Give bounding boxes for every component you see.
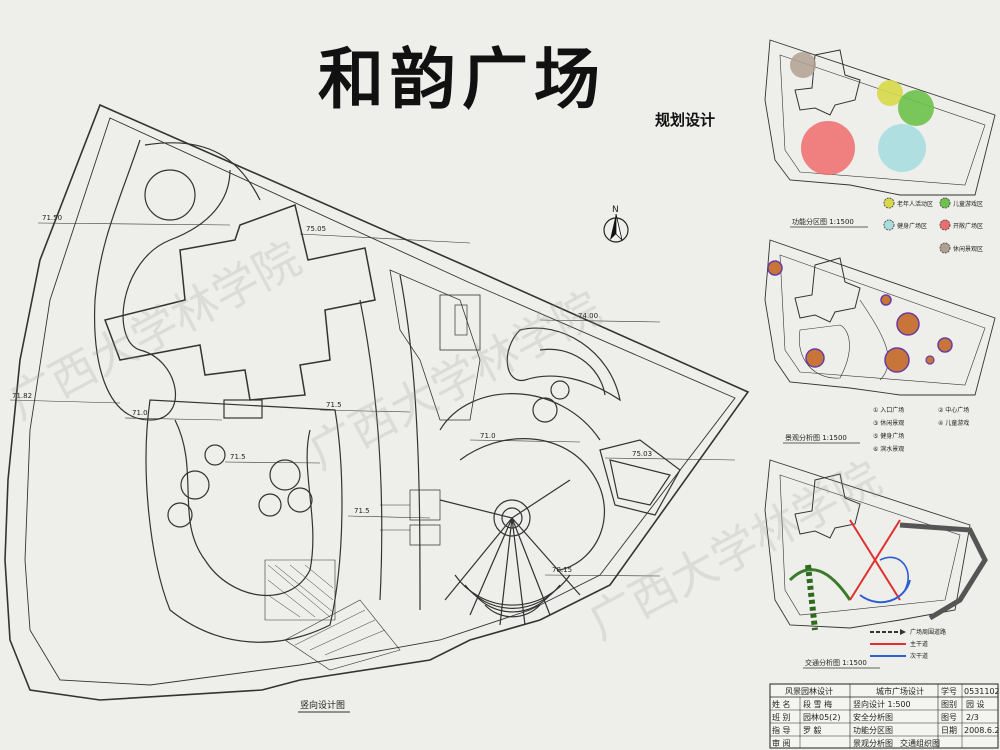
zoning-legend-label: 休闲景观区: [953, 245, 983, 253]
main-site-plan: [4, 103, 750, 701]
tb-cell: 功能分区图: [853, 725, 893, 735]
tb-cell: 姓 名: [772, 699, 791, 709]
traffic-secondary-road: [879, 556, 909, 591]
traffic-edge: [899, 522, 988, 621]
tb-cell: 段 雪 梅: [803, 699, 832, 709]
drawing-subtitle: 规划设计: [655, 111, 715, 129]
landscape-note: ④ 儿童游戏: [938, 419, 969, 427]
tb-cell: 园林05(2): [803, 712, 841, 722]
landscape-note: ⑤ 健身广场: [873, 432, 904, 440]
traffic-green-block: [805, 564, 818, 631]
traffic-green-path: [788, 568, 852, 601]
zoning-legend-label: 老年人活动区: [897, 200, 933, 208]
zoning-plan-caption: 功能分区图 1:1500: [792, 217, 854, 226]
landscape-note: ⑥ 滨水景观: [873, 445, 904, 453]
tb-cell: 2/3: [966, 713, 979, 722]
zoning-plan: [764, 39, 996, 196]
traffic-legend: 广场周围道路 主干道 次干道: [870, 628, 946, 660]
tb-cell: 审 阅: [772, 738, 791, 748]
tb-cell: 图号: [941, 713, 957, 722]
elevation-label: 71.82: [12, 392, 32, 400]
landscape-plan-caption: 景观分析图 1:1500: [785, 433, 847, 442]
tb-cell: 学号: [941, 686, 957, 696]
landscape-note: ③ 休闲景观: [873, 419, 904, 427]
north-arrow-icon: N: [603, 205, 629, 243]
title-block: 风景园林设计 城市广场设计 姓 名 段 雪 梅 竖向设计 1:500 学号 05…: [769, 683, 1000, 749]
elevation-labels: 71.50 75.05 74.00 71.82 71.0 71.5 71.5 7…: [12, 214, 652, 574]
zoning-legend-label: 儿童游戏区: [953, 200, 983, 208]
tb-cell: 班 别: [772, 712, 791, 722]
elevation-label: 71.0: [480, 432, 496, 440]
watermark-text: 广西大学林学院: [580, 451, 890, 650]
landscape-notes: ① 入口广场 ② 中心广场 ③ 休闲景观 ④ 儿童游戏 ⑤ 健身广场 ⑥ 滨水景…: [873, 406, 969, 453]
title-block-header: 风景园林设计: [785, 686, 833, 696]
tb-cell: 竖向设计 1:500: [853, 699, 911, 709]
tb-cell: 图别: [941, 700, 957, 709]
zoning-legend-label: 开敞广场区: [953, 222, 983, 230]
elevation-label: 71.50: [42, 214, 62, 222]
tb-cell: 0531102031: [964, 687, 1000, 696]
landscape-nodes: [767, 260, 953, 373]
elevation-label: 71.5: [326, 401, 342, 409]
main-plan-caption: 竖向设计图: [300, 699, 345, 711]
traffic-main-road: [849, 519, 901, 601]
tb-cell: 园 设: [966, 699, 985, 709]
elevation-label: 71.5: [230, 453, 246, 461]
landscape-plan: [764, 239, 996, 396]
traffic-legend-label: 主干道: [910, 640, 928, 648]
watermark-text: 广西大学林学院: [300, 281, 610, 480]
traffic-legend-label: 次干道: [910, 652, 928, 660]
zoning-circles: [790, 52, 934, 175]
tb-cell: 罗 毅: [803, 725, 822, 735]
north-label: N: [612, 205, 619, 215]
landscape-note: ② 中心广场: [938, 406, 969, 414]
elevation-label: 74.00: [578, 312, 598, 320]
tb-cell: 2008.6.23: [964, 726, 1000, 735]
traffic-secondary-road: [859, 579, 911, 604]
elevation-label: 71.0: [132, 409, 148, 417]
tb-cell: 景观分析图: [853, 738, 893, 748]
elevation-label: 71.5: [354, 507, 370, 515]
tb-cell: 交通组织图: [900, 738, 940, 748]
traffic-plan-caption: 交通分析图 1:1500: [805, 658, 867, 667]
elevation-label: 78.15: [552, 566, 572, 574]
tb-cell: 日期: [941, 726, 957, 735]
zoning-legend: 老年人活动区 儿童游戏区 健身广场区 开敞广场区 休闲景观区: [883, 197, 983, 254]
drawing-title: 和韵广场: [318, 40, 606, 118]
traffic-legend-label: 广场周围道路: [910, 628, 946, 636]
elevation-label: 75.03: [632, 450, 652, 458]
zoning-legend-label: 健身广场区: [897, 222, 927, 230]
elevation-label: 75.05: [306, 225, 326, 233]
landscape-note: ① 入口广场: [873, 406, 904, 414]
tb-cell: 指 导: [772, 725, 791, 735]
title-block-header: 城市广场设计: [876, 686, 924, 696]
tb-cell: 安全分析图: [853, 712, 893, 722]
